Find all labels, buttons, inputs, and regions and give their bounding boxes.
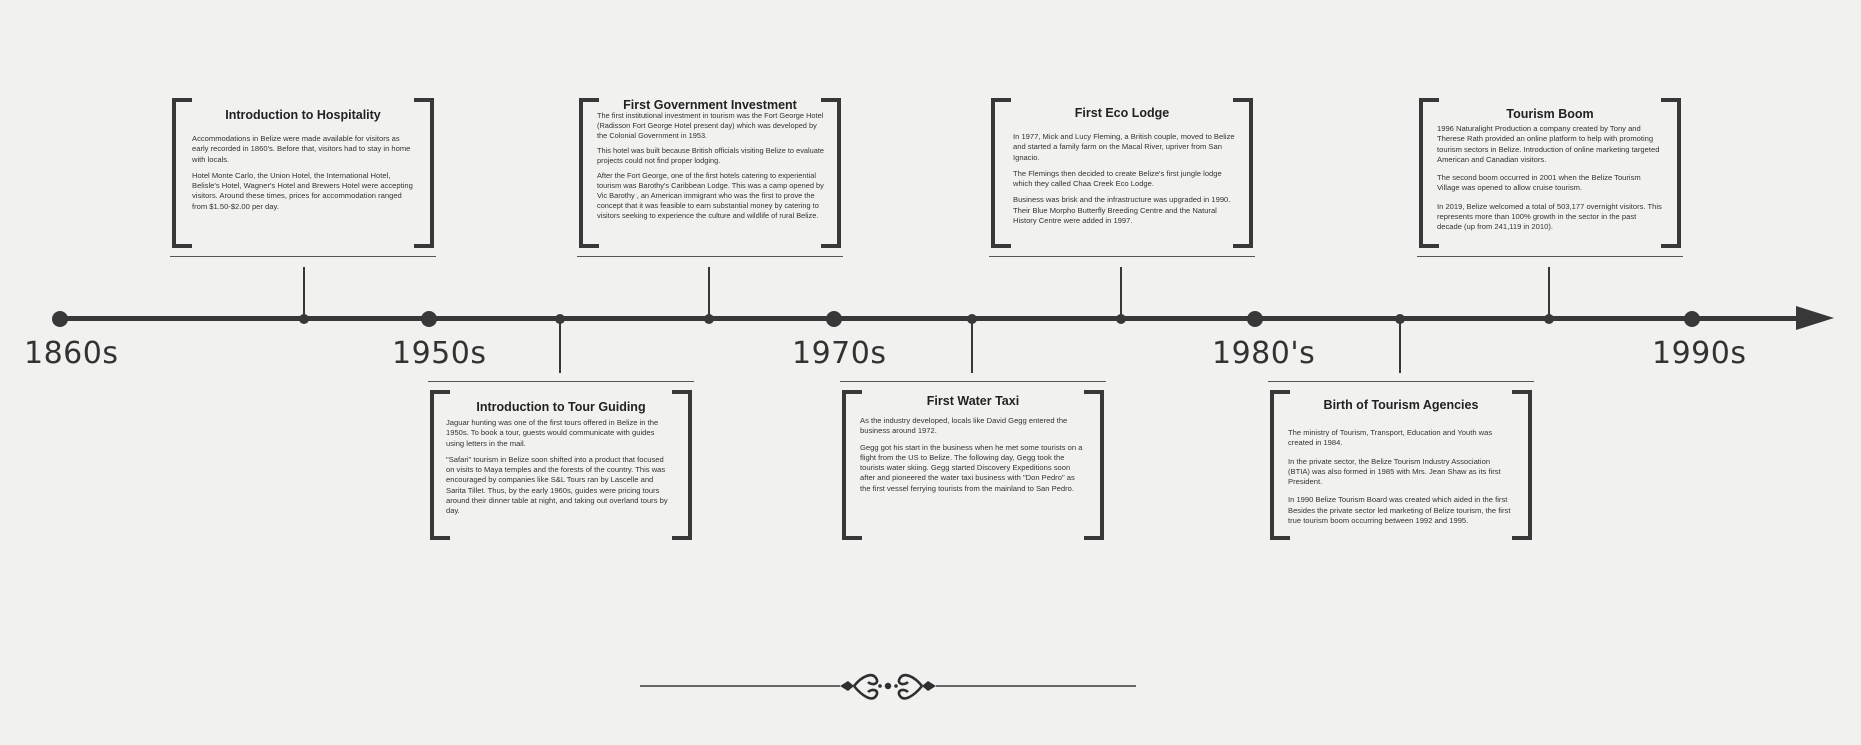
card-paragraph: In 2019, Belize welcomed a total of 503,… <box>1437 201 1662 232</box>
card-bracket-left <box>172 98 192 248</box>
timeline-arrow-icon <box>1796 306 1834 330</box>
card-body: 1996 Naturalight Production a company cr… <box>1437 124 1663 239</box>
card-body: Jaguar hunting was one of the first tour… <box>446 418 672 523</box>
era-marker-1950s <box>421 311 437 327</box>
card-bracket-right <box>1084 390 1104 540</box>
year-label-1950s: 1950s <box>392 336 487 371</box>
card-paragraph: After the Fort George, one of the first … <box>597 171 824 220</box>
connector-line <box>708 267 710 317</box>
card-body: The first institutional investment in to… <box>597 111 825 221</box>
card-divider <box>989 256 1255 257</box>
card-bracket-left <box>430 390 450 540</box>
event-marker <box>1544 314 1554 324</box>
card-body: Accommodations in Belize were made avail… <box>192 134 414 218</box>
card-paragraph: Jaguar hunting was one of the first tour… <box>446 418 659 448</box>
card-paragraph: Gegg got his start in the business when … <box>860 442 1083 493</box>
card-title: First Government Investment <box>623 98 797 112</box>
card-divider <box>428 381 694 382</box>
card-bracket-right <box>1512 390 1532 540</box>
card-body: In 1977, Mick and Lucy Fleming, a Britis… <box>1013 132 1237 232</box>
event-marker <box>1395 314 1405 324</box>
card-title: First Eco Lodge <box>1074 106 1170 120</box>
era-marker-1860s <box>52 311 68 327</box>
flourish-ornament-icon <box>640 673 1136 700</box>
card-bracket-left <box>991 98 1011 248</box>
card-bracket-right <box>821 98 841 248</box>
connector-line <box>1548 267 1550 317</box>
card-paragraph: The first institutional investment in to… <box>597 111 824 140</box>
year-label-1970s: 1970s <box>792 336 887 371</box>
connector-line <box>1120 267 1122 317</box>
card-paragraph: 1996 Naturalight Production a company cr… <box>1437 124 1660 164</box>
card-divider <box>840 381 1106 382</box>
card-paragraph: The ministry of Tourism, Transport, Educ… <box>1288 428 1493 448</box>
card-divider <box>577 256 843 257</box>
card-paragraph: Accommodations in Belize were made avail… <box>192 134 411 164</box>
event-card-tourism-agencies: Birth of Tourism Agencies The ministry o… <box>1270 390 1532 540</box>
event-card-eco-lodge: First Eco Lodge In 1977, Mick and Lucy F… <box>991 98 1253 248</box>
card-paragraph: This hotel was built because British off… <box>597 146 825 165</box>
card-paragraph: In the private sector, the Belize Touris… <box>1288 456 1501 487</box>
card-paragraph: In 1977, Mick and Lucy Fleming, a Britis… <box>1013 132 1235 162</box>
year-label-1980s: 1980's <box>1212 336 1316 371</box>
card-paragraph: Business was brisk and the infrastructur… <box>1013 195 1231 226</box>
card-title: Introduction to Tour Guiding <box>476 400 646 414</box>
connector-line <box>1399 321 1401 373</box>
event-marker <box>704 314 714 324</box>
card-paragraph: "Safari" tourism in Belize soon shifted … <box>446 454 668 516</box>
card-bracket-left <box>1270 390 1290 540</box>
card-title: Birth of Tourism Agencies <box>1323 398 1479 412</box>
event-card-water-taxi: First Water Taxi As the industry develop… <box>842 390 1104 540</box>
card-body: The ministry of Tourism, Transport, Educ… <box>1288 428 1512 532</box>
event-card-tour-guiding: Introduction to Tour Guiding Jaguar hunt… <box>430 390 692 540</box>
card-title: Introduction to Hospitality <box>225 108 381 122</box>
timeline-axis <box>58 316 1798 321</box>
year-label-1990s: 1990s <box>1652 336 1747 371</box>
event-marker <box>1116 314 1126 324</box>
era-marker-1990s <box>1684 311 1700 327</box>
card-title: Tourism Boom <box>1506 107 1594 121</box>
card-bracket-right <box>1661 98 1681 248</box>
era-marker-1970s <box>826 311 842 327</box>
card-bracket-left <box>842 390 862 540</box>
card-title: First Water Taxi <box>926 394 1020 408</box>
card-bracket-left <box>1419 98 1439 248</box>
card-bracket-right <box>414 98 434 248</box>
era-marker-1980s <box>1247 311 1263 327</box>
connector-line <box>971 321 973 373</box>
card-bracket-left <box>579 98 599 248</box>
event-card-hospitality: Introduction to Hospitality Accommodatio… <box>172 98 434 248</box>
year-label-1860s: 1860s <box>24 336 119 371</box>
card-divider <box>1268 381 1534 382</box>
card-paragraph: As the industry developed, locals like D… <box>860 416 1068 436</box>
card-divider <box>170 256 436 257</box>
connector-line <box>559 321 561 373</box>
card-bracket-right <box>1233 98 1253 248</box>
event-marker <box>967 314 977 324</box>
connector-line <box>303 267 305 317</box>
event-card-tourism-boom: Tourism Boom 1996 Naturalight Production… <box>1419 98 1681 248</box>
card-divider <box>1417 256 1683 257</box>
card-body: As the industry developed, locals like D… <box>860 416 1084 500</box>
event-card-government-investment: First Government Investment The first in… <box>579 98 841 248</box>
event-marker <box>555 314 565 324</box>
card-paragraph: The second boom occurred in 2001 when th… <box>1437 173 1641 193</box>
card-paragraph: In 1990 Belize Tourism Board was created… <box>1288 495 1511 526</box>
card-paragraph: Hotel Monte Carlo, the Union Hotel, the … <box>192 170 413 211</box>
card-paragraph: The Flemings then decided to create Beli… <box>1013 168 1222 189</box>
event-marker <box>299 314 309 324</box>
card-bracket-right <box>672 390 692 540</box>
